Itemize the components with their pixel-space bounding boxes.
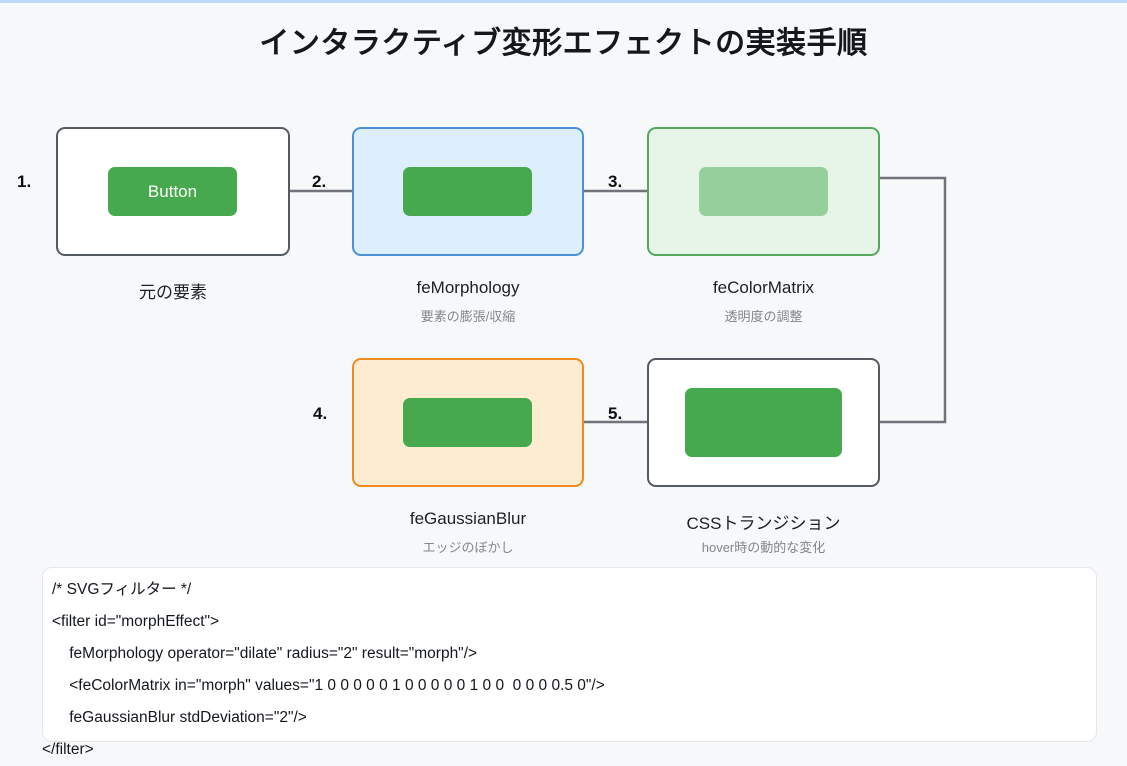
node-caption-2: feMorphology — [416, 278, 520, 297]
node-chip-3 — [699, 167, 828, 216]
top-accent-bar — [0, 0, 1127, 3]
node-chip-2 — [403, 167, 532, 216]
code-panel — [42, 567, 1097, 742]
node-chip-4 — [403, 398, 532, 447]
code-line: <feColorMatrix in="morph" values="1 0 0 … — [52, 677, 605, 694]
page-title: インタラクティブ変形エフェクトの実装手順 — [259, 27, 868, 60]
step-number-3: 3. — [608, 172, 623, 191]
node-caption-4: feGaussianBlur — [409, 509, 527, 528]
node-chip-1: Button — [108, 167, 237, 216]
node-subcaption-5: hover時の動的な変化 — [701, 540, 826, 555]
code-line: </filter> — [42, 741, 94, 758]
node-subcaption-2: 要素の膨張/収縮 — [420, 309, 516, 324]
code-line: feGaussianBlur stdDeviation="2"/> — [52, 709, 307, 726]
step-number-1: 1. — [17, 172, 32, 191]
step-number-2: 2. — [312, 172, 327, 191]
code-line: /* SVGフィルター */ — [52, 581, 192, 598]
node-subcaption-3: 透明度の調整 — [724, 309, 803, 324]
code-line: feMorphology operator="dilate" radius="2… — [52, 645, 478, 662]
code-line: <filter id="morphEffect"> — [52, 613, 220, 630]
node-caption-5: CSSトランジション — [686, 514, 841, 533]
node-chip-5 — [685, 388, 842, 457]
node-caption-3: feColorMatrix — [712, 278, 815, 297]
step-number-5: 5. — [608, 404, 623, 423]
node-subcaption-4: エッジのぼかし — [422, 540, 514, 555]
connector-3-5-routed — [880, 176, 947, 424]
code-content[interactable]: /* SVGフィルター */ <filter id="morphEffect">… — [42, 574, 1097, 766]
node-caption-1: 元の要素 — [139, 283, 207, 302]
step-number-4: 4. — [313, 404, 328, 423]
